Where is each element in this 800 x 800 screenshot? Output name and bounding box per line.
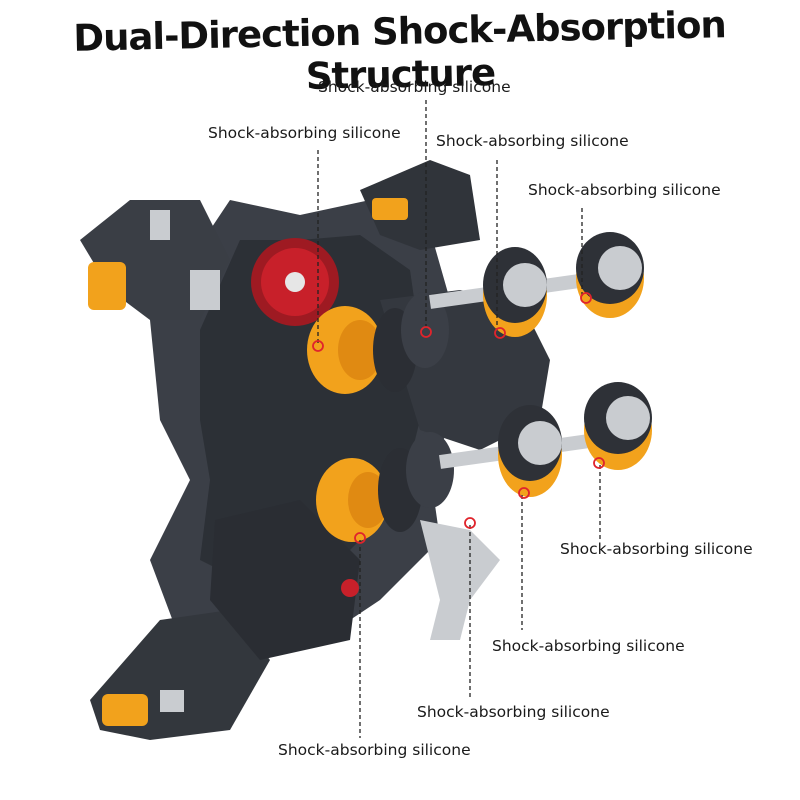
label-silicone-red-knob: Shock-absorbing silicone	[208, 124, 401, 142]
label-silicone-upper-washer: Shock-absorbing silicone	[436, 132, 629, 150]
left-arm	[80, 200, 230, 320]
red-knob	[251, 238, 339, 326]
label-silicone-upper-outer: Shock-absorbing silicone	[528, 181, 721, 199]
silicone-markers	[312, 292, 605, 544]
bottom-arm	[90, 500, 360, 740]
label-silicone-lower-outer: Shock-absorbing silicone	[560, 540, 753, 558]
lower-bolt-assembly	[406, 382, 652, 508]
upper-bolt-assembly	[401, 232, 644, 368]
silicone-ring-lower	[316, 448, 422, 542]
silicone-ring-upper	[307, 306, 417, 394]
label-silicone-lower-ring: Shock-absorbing silicone	[278, 741, 471, 759]
leader-lines	[317, 100, 601, 738]
top-arm	[360, 160, 480, 250]
label-silicone-lower-inner: Shock-absorbing silicone	[417, 703, 610, 721]
release-lever	[420, 520, 500, 640]
label-silicone-top-center: Shock-absorbing silicone	[318, 78, 511, 96]
label-silicone-lower-washer: Shock-absorbing silicone	[492, 637, 685, 655]
red-button	[341, 579, 359, 597]
